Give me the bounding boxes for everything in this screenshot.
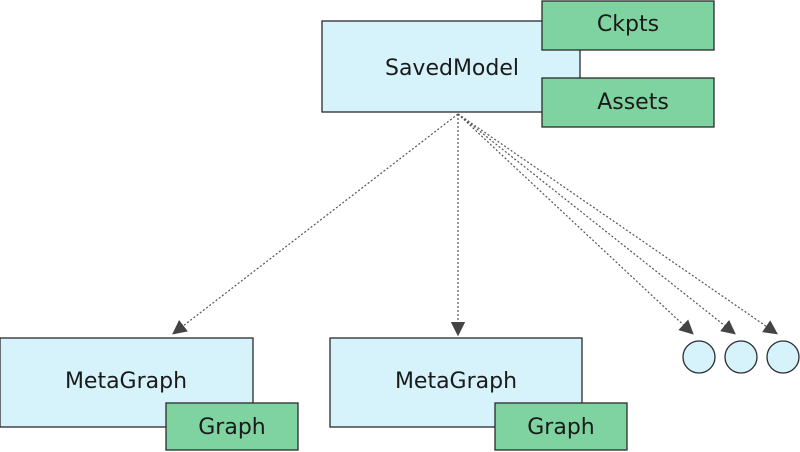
metagraph-label-2: MetaGraph bbox=[395, 369, 517, 394]
assets-label: Assets bbox=[597, 90, 669, 115]
metagraph-node-2: MetaGraph Graph bbox=[329, 337, 628, 451]
metagraph-node-1: MetaGraph Graph bbox=[0, 337, 299, 451]
metagraph-label-1: MetaGraph bbox=[65, 369, 187, 394]
edge-to-ellipsis-1 bbox=[457, 113, 694, 335]
savedmodel-box bbox=[321, 20, 581, 113]
edges bbox=[172, 113, 778, 337]
ellipsis-node-1 bbox=[682, 340, 716, 374]
edge-to-ellipsis-2 bbox=[457, 113, 736, 335]
graph-label-2: Graph bbox=[527, 415, 594, 440]
edge-to-metagraph-1 bbox=[172, 113, 459, 335]
ellipsis-node-3 bbox=[766, 340, 800, 374]
assets-box bbox=[541, 77, 715, 128]
graph-box-1 bbox=[165, 402, 299, 451]
savedmodel-label: SavedModel bbox=[385, 56, 519, 81]
ellipsis-node-2 bbox=[724, 340, 758, 374]
checkpoints-label: Ckpts bbox=[597, 12, 659, 37]
graph-label-1: Graph bbox=[198, 415, 265, 440]
ellipsis-nodes bbox=[682, 340, 800, 374]
checkpoints-box bbox=[541, 0, 715, 51]
savedmodel-node: SavedModel Ckpts Assets bbox=[321, 0, 715, 128]
edge-to-ellipsis-3 bbox=[457, 113, 778, 335]
graph-box-2 bbox=[494, 402, 628, 451]
